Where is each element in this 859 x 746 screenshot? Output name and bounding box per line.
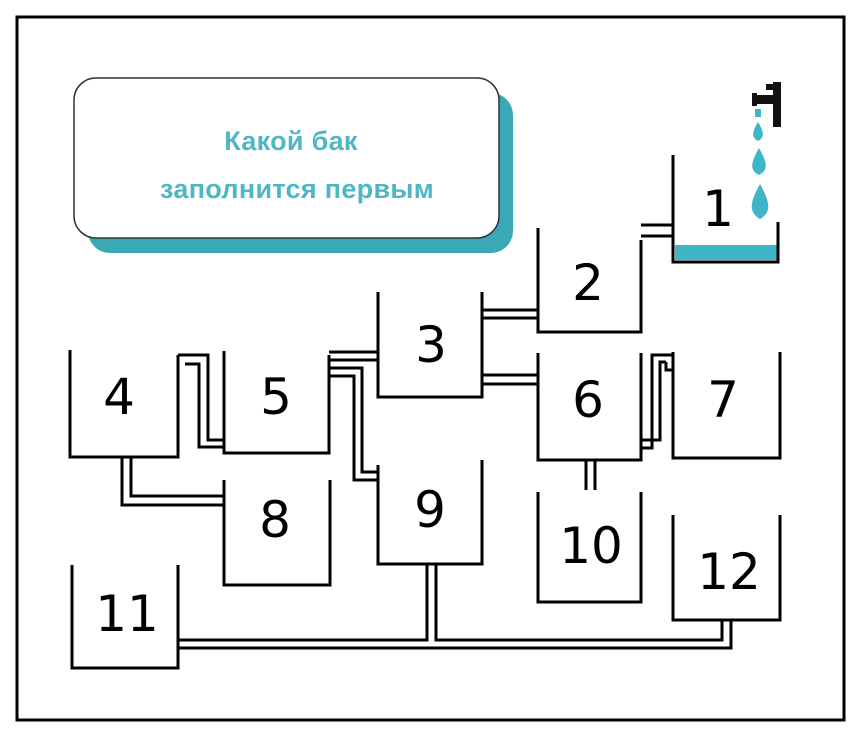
pipe-9-11-12 (178, 564, 733, 650)
water-drop-icon (751, 184, 769, 219)
tank-7-label: 7 (707, 371, 739, 429)
faucet-icon (752, 82, 781, 127)
tank-3-label: 3 (415, 316, 447, 374)
tank-12 (671, 515, 782, 622)
tank-1-label: 1 (702, 180, 734, 238)
pipe-5-9 (329, 366, 378, 482)
tank-6-label: 6 (572, 371, 604, 429)
tank-9-label: 9 (414, 481, 446, 539)
tank-11-label: 11 (95, 585, 159, 643)
tank-9 (376, 460, 484, 566)
tank-4 (68, 350, 180, 459)
water-drop-icon (753, 122, 763, 141)
tank-10-label: 10 (559, 517, 623, 575)
pipe-4-8 (120, 457, 224, 507)
tank-7 (671, 352, 782, 460)
pipe-1-2 (641, 223, 673, 238)
water-drop-icon (752, 148, 766, 175)
pipe-3-6 (482, 373, 538, 386)
tank-2-label: 2 (572, 254, 604, 312)
tank-11 (70, 565, 180, 670)
tank-1-water (675, 245, 777, 260)
tank-6 (536, 353, 643, 462)
pipe-5-4 (178, 353, 224, 449)
tank-5 (222, 351, 331, 455)
tank-8 (222, 480, 332, 587)
title-card-face (73, 77, 500, 239)
title-line-1: Какой бак (224, 126, 358, 156)
pipe-6-10 (584, 460, 597, 490)
tank-12-label: 12 (697, 543, 761, 601)
tank-1 (671, 155, 780, 264)
tank-2 (536, 228, 643, 334)
pipe-6-7 (641, 353, 673, 450)
tank-10 (536, 492, 643, 604)
pipe-3-5 (329, 350, 378, 362)
title-card: Какой бак заполнится первым (73, 77, 513, 253)
tank-3 (376, 292, 484, 399)
pipe-2-3 (482, 308, 538, 320)
tank-5-label: 5 (260, 368, 292, 426)
tank-8-label: 8 (259, 491, 291, 549)
tank-4-label: 4 (103, 368, 135, 426)
title-line-2: заполнится первым (160, 174, 434, 204)
